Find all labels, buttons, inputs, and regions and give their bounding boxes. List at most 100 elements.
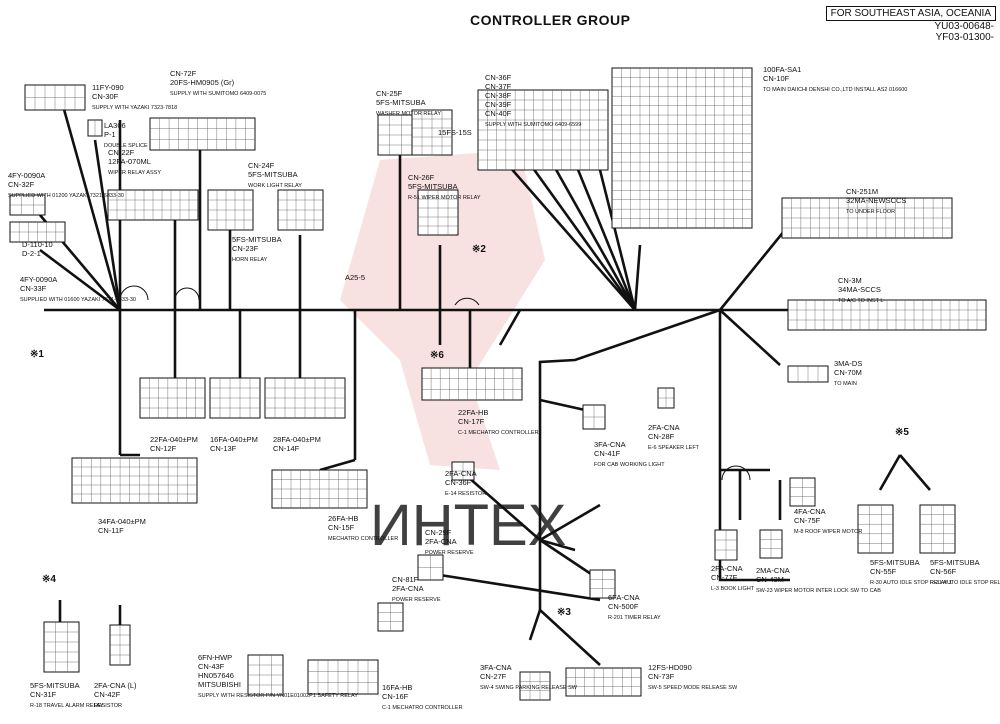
connector-note: E-14 RESISTOR [445, 491, 486, 497]
connector-label: CN-43F [198, 662, 225, 671]
region-badge: FOR SOUTHEAST ASIA, OCEANIA [825, 6, 996, 21]
connector-label: 4FY-0090A [20, 275, 57, 284]
connector-label: 2FA-CNA [392, 584, 424, 593]
connector-label: 12FA-070ML [108, 157, 151, 166]
connector-note: TO UNDER FLOOR [846, 209, 895, 215]
connector-label: 6FN-HWP [198, 653, 232, 662]
connector-label: 4FA-CNA [794, 507, 826, 516]
connector-note: TO A/C TO INST L [838, 298, 883, 304]
connector-label: 34FA-040±PM [98, 517, 146, 526]
connector-label: 5FS-MITSUBA [248, 170, 298, 179]
connector-label: 16FA-HB [382, 683, 412, 692]
wire-segment [93, 139, 122, 311]
connector-label: CN-36F [485, 73, 512, 82]
connector-label: HN057646 [198, 671, 234, 680]
connector-label: CN-32F [8, 180, 35, 189]
wire-segment [539, 398, 586, 412]
connector-label: 12FS-HD090 [648, 663, 692, 672]
connector-label: CN-25F [376, 89, 403, 98]
wire-segment [899, 454, 931, 491]
connector-label: CN-31F [30, 690, 57, 699]
connector-label: 4FY-0090A [8, 171, 45, 180]
connector-label: CN-15F [328, 523, 355, 532]
connector-label: CN-70M [834, 368, 862, 377]
connector-label: CN-16F [382, 692, 409, 701]
taping-arc [454, 297, 480, 306]
connector-note: MECHATRO CONTROLLER [328, 536, 398, 542]
connector-box [307, 659, 379, 695]
connector-label: CN-10F [763, 74, 790, 83]
connector-note: R-51 WIPER MOTOR RELAY [408, 195, 481, 201]
connector-label: CN-30F [92, 92, 119, 101]
connector-label: CN-39F [485, 100, 512, 109]
connector-note: SW-4 SWING PARKING RELEASE SW [480, 685, 578, 691]
connector-label: 5FS-MITSUBA [232, 235, 282, 244]
connector-label: CN-72F [170, 69, 197, 78]
connector-box [149, 117, 256, 151]
connector-label: 5FS-MITSUBA [870, 558, 920, 567]
connector-label: 16FA-040±PM [210, 435, 258, 444]
connector-note: SUPPLY WITH YAZAKI 7323-7818 [92, 105, 177, 111]
connector-label: P-1 [104, 130, 116, 139]
connector-note: DOUBLE SPLICE [104, 143, 148, 149]
connector-label: CN-36F [445, 478, 472, 487]
connector-label: 20FS-HM0905 (Gr) [170, 78, 235, 87]
watermark-text: ИНТЕХ [370, 493, 566, 558]
connector-note: C-1 MECHATRO CONTROLLER [458, 430, 539, 436]
connector-label: CN-3M [838, 276, 862, 285]
taping-arc [174, 287, 200, 301]
page-title: CONTROLLER GROUP [470, 12, 631, 28]
connector-note: POWER RESERVE [392, 597, 441, 603]
connector-note: SUPPLY WITH SUMITOMO 6409-6599 [485, 122, 581, 128]
connector-note: TO MAIN DAIICHI DENSHI CO.,LTD INSTALL A… [763, 87, 907, 93]
connector-label: CN-37F [485, 82, 512, 91]
connector-note: FOR CAB WORKING LIGHT [594, 462, 665, 468]
connector-label: 3MA-DS [834, 359, 862, 368]
connector-box [611, 67, 753, 229]
connector-label: 5FS-MITSUBA [408, 182, 458, 191]
reference-marker: ※5 [895, 427, 909, 438]
connector-layer [9, 67, 987, 701]
wire-segment [633, 244, 642, 311]
reference-marker: ※1 [30, 349, 44, 360]
connector-label: CN-22F [108, 148, 135, 157]
connector-label: CN-73F [648, 672, 675, 681]
connector-note: SUPPLIED WITH 01600 YAZAKI 7321-6833-30 [20, 297, 136, 303]
connector-label: CN-33F [20, 284, 47, 293]
doc-number-2: YF03-01300- [935, 32, 994, 43]
connector-label: CN-13F [210, 444, 237, 453]
connector-note: SW-5 SPEED MODE RELEASE SW [648, 685, 738, 691]
connector-label: CN-77F [711, 573, 738, 582]
connector-box [43, 621, 80, 673]
connector-label: CN-29F [425, 528, 452, 537]
connector-note: SW-23 WIPER MOTOR INTER LOCK SW TO CAB [756, 588, 881, 594]
connector-label: CN-14F [273, 444, 300, 453]
taping-arc [119, 285, 149, 301]
wire-segment [538, 308, 721, 610]
harness-label: A25-5 [345, 273, 365, 282]
connector-box [421, 367, 523, 401]
connector-label: 2FA-CNA (L) [94, 681, 137, 690]
connector-label: 2MA-CNA [756, 566, 790, 575]
connector-label: 32MA-NEWSCCS [846, 196, 906, 205]
connector-note: R-31 AUTO IDLE STOP RELAY 2 [930, 580, 1000, 586]
wire-segment [539, 609, 601, 666]
connector-note: TO MAIN [834, 381, 857, 387]
connector-label: CN-75F [794, 516, 821, 525]
connector-label: 28FA-040±PM [273, 435, 321, 444]
connector-label: 3FA-CNA [480, 663, 512, 672]
connector-note: WORK LIGHT RELAY [248, 183, 302, 189]
connector-label: LA306 [104, 121, 126, 130]
wire-segment [719, 309, 781, 366]
connector-label: CN-500F [608, 602, 639, 611]
wire-segment [439, 573, 601, 602]
connector-box [919, 504, 956, 554]
connector-note: R-18 TRAVEL ALARM RELAY [30, 703, 104, 709]
connector-label: 2FA-CNA [711, 564, 743, 573]
wire-segment [518, 149, 637, 311]
connector-label: CN-28F [648, 432, 675, 441]
connector-label: D-2-1 [22, 249, 41, 258]
connector-note: R-30 AUTO IDLE STOP RELAY 1 [870, 580, 952, 586]
taping-arc [721, 465, 751, 481]
